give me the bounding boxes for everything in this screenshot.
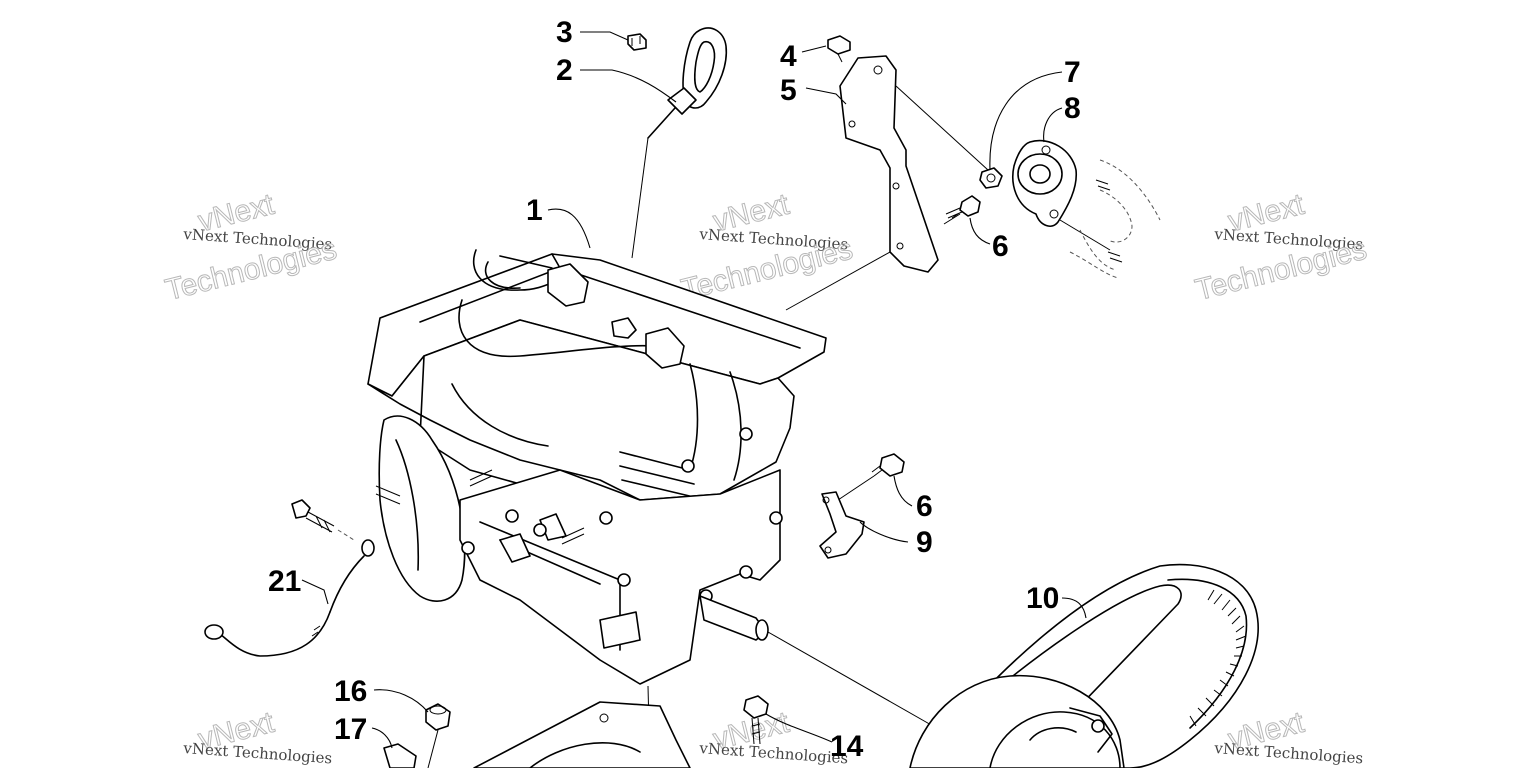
part-1-engine (367, 249, 941, 768)
part-8-bearing-flange (1012, 139, 1111, 251)
part-21-ground-wire (204, 499, 375, 657)
callout-14: 14 (830, 730, 864, 763)
part-17-ground-lug (383, 743, 417, 768)
callout-7: 7 (1064, 56, 1081, 89)
part-16-nut (425, 703, 451, 768)
watermark-bottom-left: vNext vNext Technologies (182, 705, 333, 767)
callout-16: 16 (334, 675, 367, 708)
svg-text:vNext Technologies: vNext Technologies (698, 739, 849, 767)
callout-6-upper: 6 (992, 230, 1009, 263)
part-2-starter-handle (631, 27, 728, 259)
part-9-bracket (819, 491, 865, 559)
svg-text:vNext Technologies: vNext Technologies (182, 739, 333, 767)
part-3-clip (627, 33, 647, 51)
part-7-nut (979, 167, 1003, 189)
part-4-bolt (827, 35, 851, 63)
watermark-top-right: vNext vNext Technologies Technologies (1192, 187, 1371, 307)
callout-17: 17 (334, 713, 367, 746)
svg-text:vNext Technologies: vNext Technologies (1213, 739, 1364, 767)
callout-3: 3 (556, 16, 573, 49)
callout-6-lower: 6 (916, 490, 933, 523)
watermark-bottom-right: vNext vNext Technologies (1213, 705, 1364, 767)
callout-1: 1 (526, 194, 543, 227)
watermark-top-left: vNext vNext Technologies Technologies (162, 187, 341, 307)
callout-4: 4 (780, 40, 797, 73)
callout-5: 5 (780, 74, 797, 107)
callout-9: 9 (916, 526, 933, 559)
callout-10: 10 (1026, 582, 1059, 615)
watermark-top-center: vNext vNext Technologies Technologies (678, 187, 857, 307)
callout-labels: 3 2 4 5 7 8 1 6 6 9 10 21 16 17 14 (268, 16, 1081, 763)
callout-8: 8 (1064, 92, 1081, 125)
part-6-upper-bolt (945, 195, 981, 219)
clutch-pulley (909, 674, 1125, 768)
callout-2: 2 (556, 54, 573, 87)
callout-21: 21 (268, 565, 301, 598)
part-6-lower-bolt (837, 453, 905, 501)
base-plate (473, 701, 691, 768)
leader-lines (301, 31, 1087, 749)
part-5-mount-bracket (785, 55, 989, 311)
ghost-frame-outline (1069, 159, 1161, 279)
watermark-bottom-center: vNext vNext Technologies (698, 705, 849, 767)
